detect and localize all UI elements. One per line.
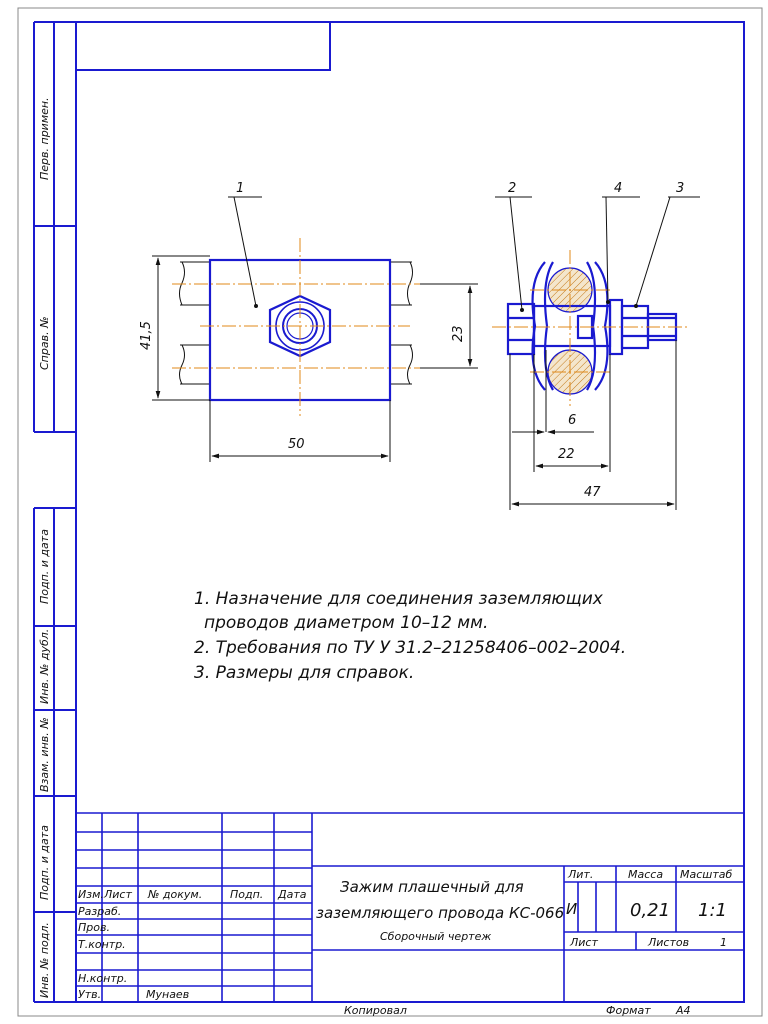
- callout-3: 3: [676, 181, 684, 196]
- note-1-cont: проводов диаметром 10–12 мм.: [204, 613, 488, 633]
- side-stamp-podp-2: Подп. и дата: [38, 825, 51, 900]
- role-razrab: Разраб.: [78, 905, 121, 918]
- title-block-text: Изм. Лист № докум. Подп. Дата Разраб. Пр…: [78, 868, 732, 1017]
- side-stamp-sprav: Справ. №: [38, 316, 51, 370]
- dim-47: 47: [584, 485, 601, 500]
- doc-title-line1: Зажим плашечный для: [340, 878, 524, 896]
- dim-22: 22: [558, 447, 575, 462]
- note-2: 2. Требования по ТУ У 31.2–21258406–002–…: [194, 638, 626, 658]
- sheets-value: 1: [720, 936, 727, 949]
- role-prov: Пров.: [78, 921, 110, 934]
- dim-6: 6: [568, 413, 576, 428]
- role-nkontr: Н.контр.: [78, 972, 127, 985]
- mass-value: 0,21: [630, 900, 670, 921]
- format-value: А4: [675, 1004, 691, 1017]
- hdr-date: Дата: [277, 888, 307, 901]
- hdr-doc: № докум.: [147, 888, 202, 901]
- mass-label: Масса: [628, 868, 663, 881]
- format-label: Формат: [606, 1004, 651, 1017]
- role-tkontr: Т.контр.: [78, 938, 126, 951]
- side-stamps: Перв. примен. Справ. № Подп. и дата Инв.…: [38, 97, 51, 998]
- side-stamp-vzam: Взам. инв. №: [38, 717, 51, 792]
- hdr-podp: Подп.: [230, 888, 263, 901]
- doc-type: Сборочный чертеж: [380, 930, 491, 943]
- scale-value: 1:1: [698, 900, 727, 921]
- callout-1: 1: [236, 181, 244, 196]
- side-stamp-perv: Перв. примен.: [38, 97, 51, 180]
- sheet-label: Лист: [569, 936, 598, 949]
- front-view: 1 41,5 23 50: [139, 181, 478, 462]
- side-view: 2 4 3 6 22 47: [492, 181, 700, 510]
- sheet-outer-border: [17, 7, 763, 1017]
- drawing-frame: [33, 21, 745, 1003]
- approver-name: Мунаев: [146, 988, 189, 1001]
- dim-41-5: 41,5: [139, 321, 154, 350]
- side-stamp-inv-podl: Инв. № подл.: [38, 922, 51, 998]
- copied-label: Копировал: [344, 1004, 407, 1017]
- sheets-label: Листов: [647, 936, 689, 949]
- lit-label: Лит.: [567, 868, 593, 881]
- callout-2: 2: [508, 181, 516, 196]
- note-3: 3. Размеры для справок.: [194, 663, 414, 683]
- role-utv: Утв.: [78, 988, 101, 1001]
- lit-value: И: [566, 900, 577, 918]
- scale-label: Масштаб: [680, 868, 732, 881]
- doc-title-line2: заземляющего провода КС-066: [316, 904, 564, 922]
- side-stamp-inv-dubl: Инв. № дубл.: [38, 629, 51, 704]
- side-stamp-podp-1: Подп. и дата: [38, 529, 51, 604]
- dim-23: 23: [451, 325, 466, 342]
- dim-50: 50: [288, 437, 305, 452]
- hdr-izm: Изм.: [78, 888, 104, 901]
- title-block: [76, 812, 744, 1002]
- hdr-list: Лист: [103, 888, 132, 901]
- technical-notes: 1. Назначение для соединения заземляющих…: [194, 589, 626, 683]
- note-1: 1. Назначение для соединения заземляющих: [194, 589, 604, 609]
- callout-4: 4: [614, 181, 622, 196]
